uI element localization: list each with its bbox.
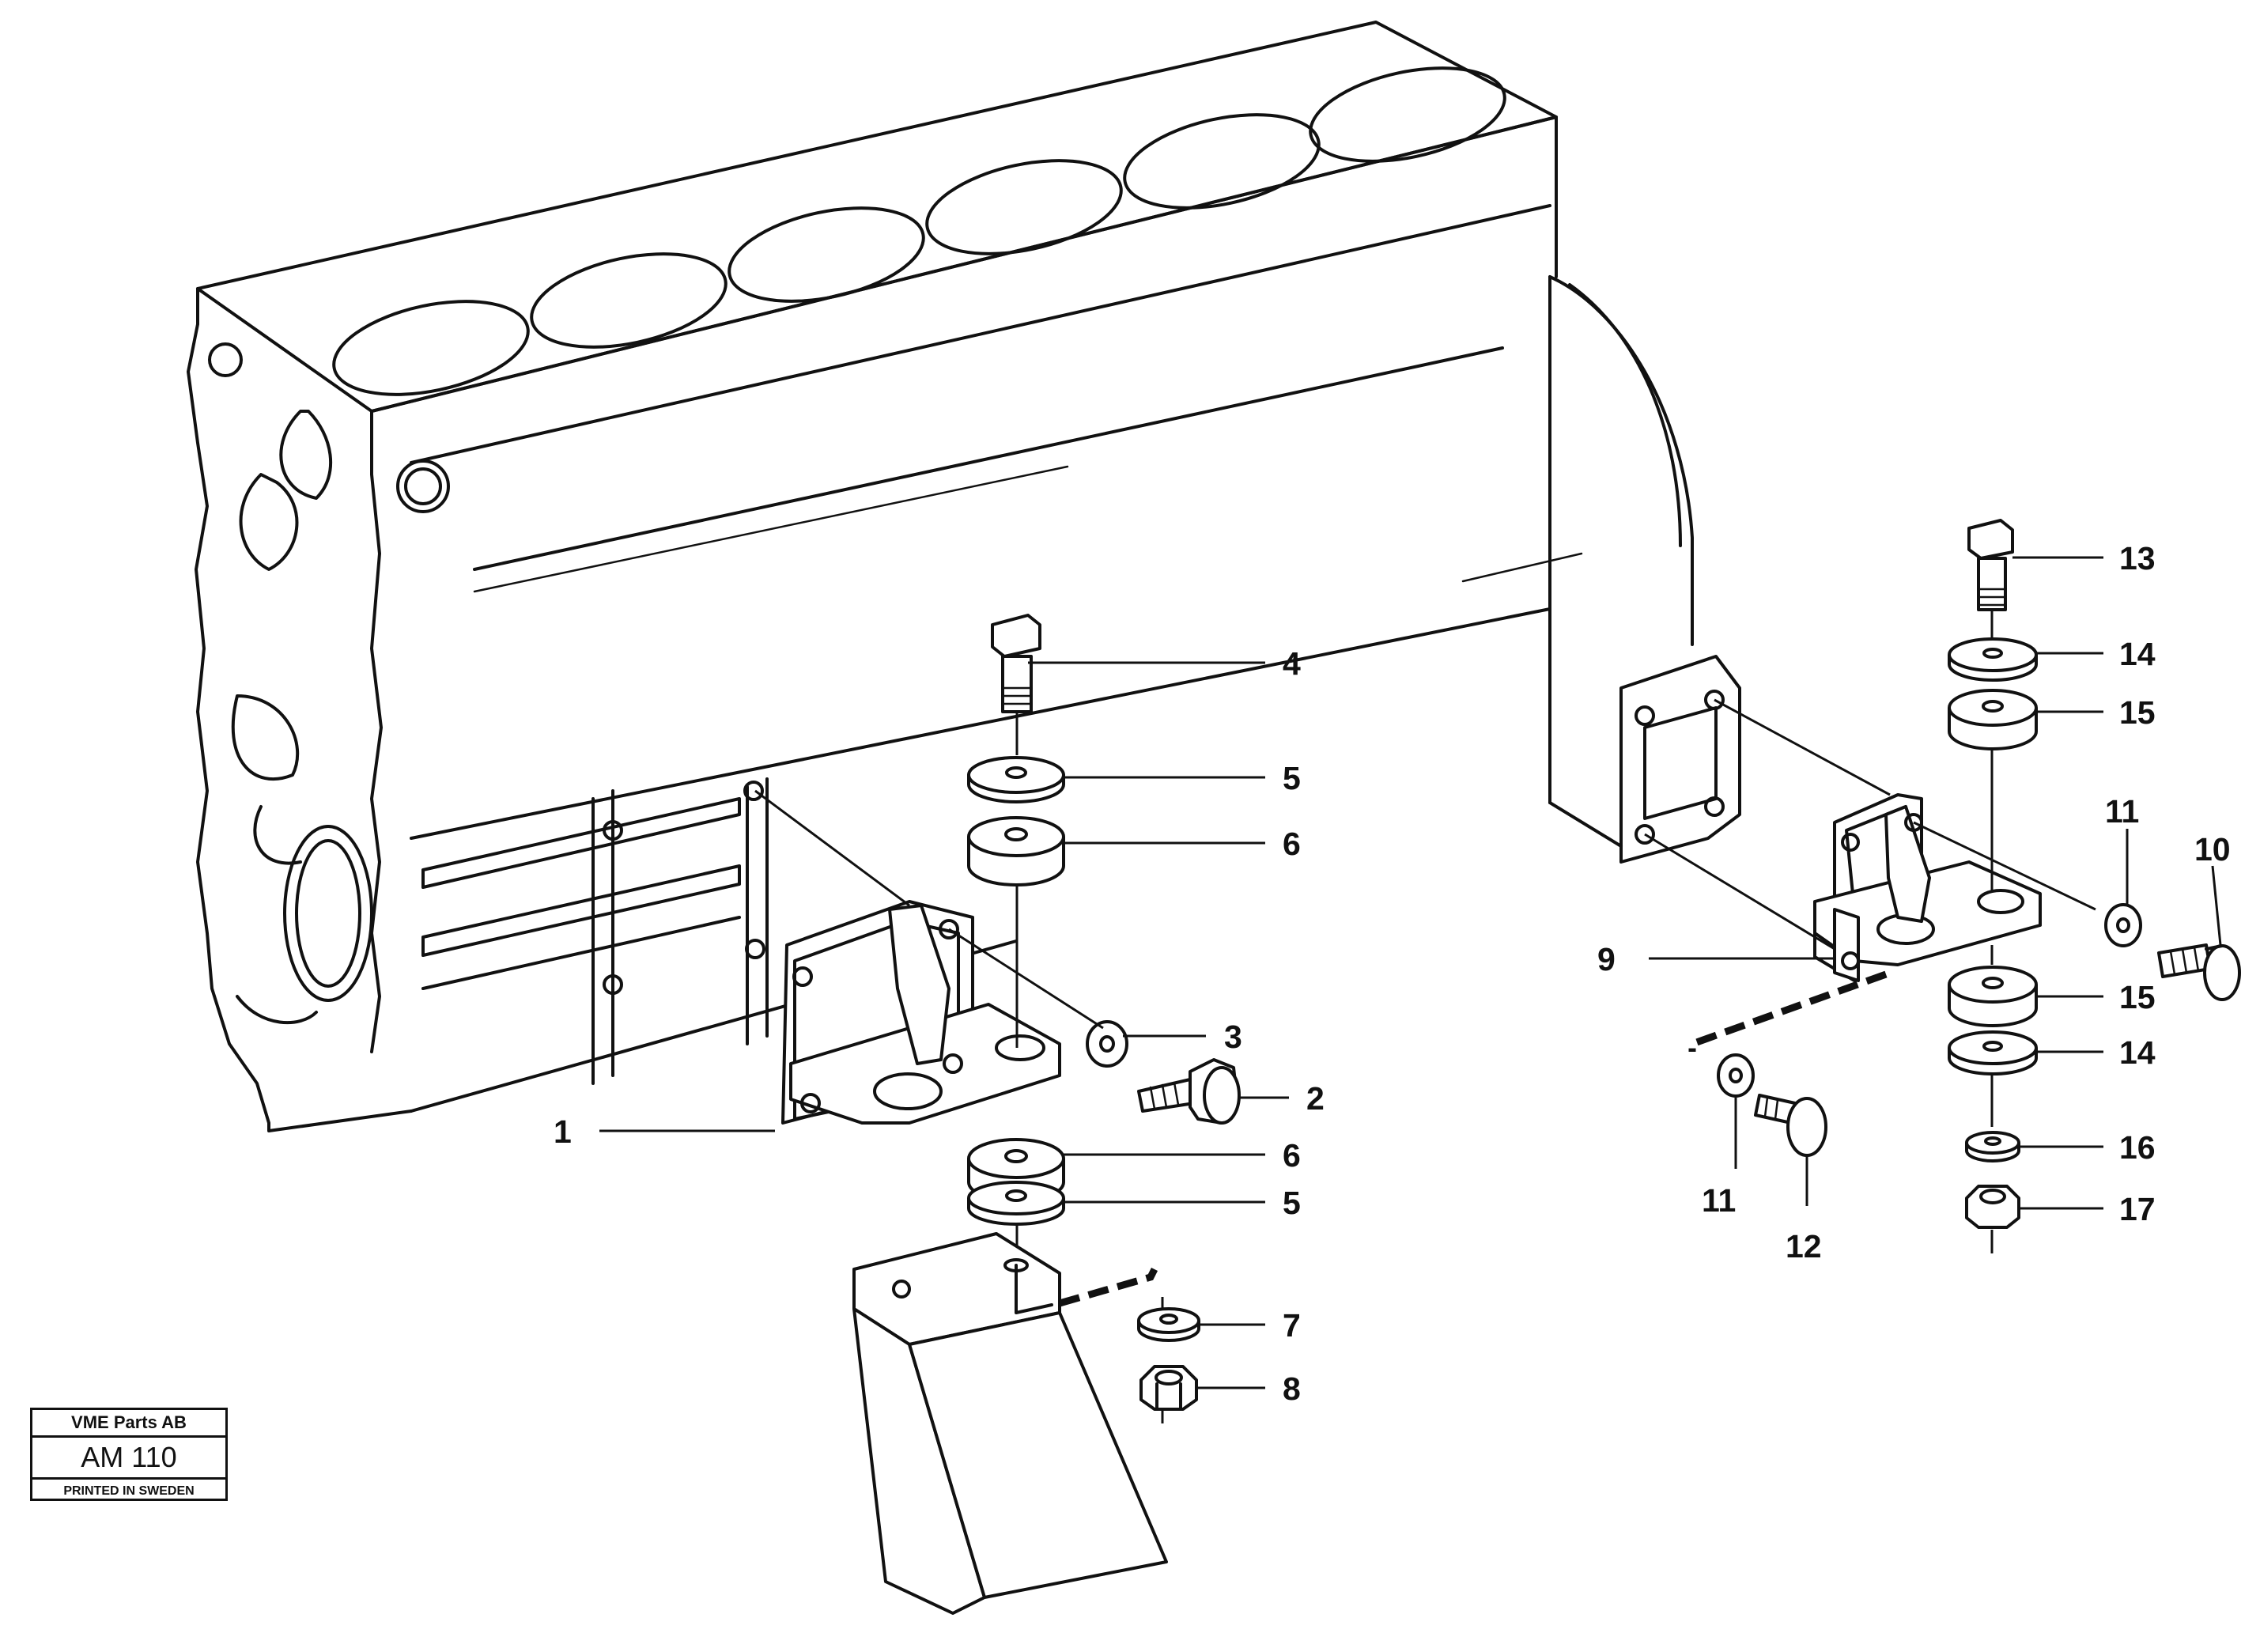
engine-block (187, 21, 1741, 1132)
front-mount-hidden-line (1058, 1267, 1158, 1307)
part-3-washer (1086, 1020, 1128, 1068)
part-11-washer-right (2104, 903, 2142, 947)
part-7-washer (1137, 1297, 1200, 1342)
callout-14-upper: 14 (2119, 636, 2156, 672)
callout-10: 10 (2194, 831, 2231, 868)
callout-16: 16 (2119, 1129, 2156, 1166)
callout-17: 17 (2119, 1191, 2156, 1227)
callout-11-right: 11 (2105, 793, 2139, 830)
callout-5-upper: 5 (1283, 760, 1301, 796)
callout-2: 2 (1306, 1080, 1325, 1117)
callout-7: 7 (1283, 1307, 1301, 1344)
part-13-bolt (1967, 519, 2014, 641)
rear-mount-bracket (1813, 793, 2042, 982)
callout-leaders (599, 556, 2222, 1389)
front-mount-bracket (781, 900, 1061, 1125)
title-stamp: VME Parts AB AM 110 PRINTED IN SWEDEN (30, 1408, 228, 1501)
callout-labels: 4 5 6 3 2 1 6 5 7 8 9 10 11 11 12 13 14 … (554, 540, 2231, 1407)
part-16-washer (1965, 1131, 2020, 1162)
stamp-code: AM 110 (32, 1438, 225, 1480)
callout-3: 3 (1224, 1019, 1242, 1055)
callout-15-lower: 15 (2119, 979, 2156, 1015)
part-17-nut (1965, 1185, 2020, 1253)
callout-12: 12 (1786, 1228, 1822, 1265)
part-10-bolt (2157, 943, 2241, 1001)
leader-block-front (754, 789, 910, 907)
part-12-bolt (1754, 1094, 1827, 1157)
part-5-washer-lower (967, 1181, 1065, 1257)
callout-11-lower: 11 (1702, 1182, 1736, 1219)
part-15-cushion-lower (1948, 966, 2038, 1027)
callout-13: 13 (2119, 540, 2156, 576)
part-15-cushion-upper (1948, 689, 2038, 892)
part-14-washer-lower (1948, 1030, 2038, 1127)
front-support-frame (852, 1232, 1168, 1615)
callout-5-lower: 5 (1283, 1185, 1301, 1221)
rear-mount-hidden-line (1688, 970, 1888, 1052)
callout-6-lower: 6 (1283, 1137, 1301, 1174)
stamp-printed: PRINTED IN SWEDEN (63, 1484, 195, 1498)
callout-15-upper: 15 (2119, 694, 2156, 731)
part-4-bolt (991, 614, 1041, 755)
callout-1: 1 (554, 1113, 572, 1150)
leader-bracket-washer-rear (1913, 821, 2096, 911)
callout-9: 9 (1597, 941, 1616, 977)
part-6-cushion-upper (967, 816, 1065, 1048)
callout-14-lower: 14 (2119, 1034, 2156, 1071)
part-11-washer-lower (1717, 1053, 1755, 1098)
leader-block-rear-upper (1714, 698, 1891, 796)
callout-8: 8 (1283, 1370, 1301, 1407)
leader-block-rear-lower (1644, 833, 1835, 951)
callout-4: 4 (1283, 645, 1301, 682)
part-5-washer-upper (967, 756, 1065, 803)
callout-6-upper: 6 (1283, 826, 1301, 862)
part-2-bolt (1137, 1058, 1241, 1125)
leader-bracket-washer (948, 928, 1104, 1030)
part-14-washer-upper (1948, 637, 2038, 682)
part-8-nut (1139, 1365, 1198, 1423)
stamp-company: VME Parts AB (32, 1410, 225, 1438)
